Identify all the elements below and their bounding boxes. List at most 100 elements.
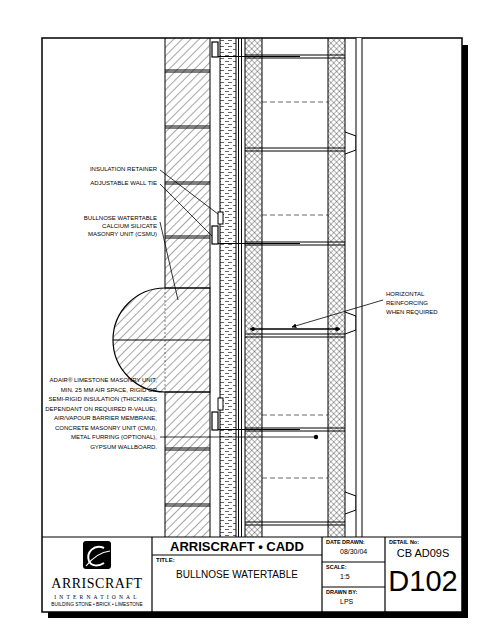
title-block [322,586,385,587]
rigid-insulation [238,38,239,537]
bullnose-unit [113,340,210,341]
title-block [322,561,385,562]
company-heading: ARRISCRAFT • CADD [154,539,320,555]
horizontal-reinforcing [251,327,255,331]
limestone-unit [165,126,210,127]
callout-label: BULLNOSE WATERTABLE CALCIUM SILICATE MAS… [73,214,157,238]
rigid-insulation [220,38,242,537]
horizontal-reinforcing [250,328,340,329]
cmu-block [262,478,328,479]
adjustable-wall-tie [218,429,300,430]
cmu-block [262,415,328,416]
cmu-block [245,38,345,537]
cmu-block [245,334,345,335]
cmu-block [245,58,345,59]
bullnose-unit [113,288,210,392]
wall-section [113,38,362,537]
adjustable-wall-tie [218,243,300,244]
limestone-unit [165,184,210,185]
limestone-unit [165,70,210,71]
cmu-block [245,245,345,246]
cmu-block [245,337,345,338]
cmu-block [245,428,345,429]
limestone-unit [165,450,210,451]
cmu-block [328,38,345,537]
adjustable-wall-tie [212,226,218,244]
field-value: 1:5 [340,573,384,581]
frame-shadow [462,45,468,618]
limestone-unit [165,238,210,239]
adjustable-wall-tie [212,412,218,430]
field-label: DATE DRAWN: [326,539,384,546]
layer-note: ADAIR® LIMESTONE MASONRY UNIT, MIN. 25 M… [45,376,157,452]
cmu-block [262,215,328,216]
cmu-block [245,148,345,149]
leader-line [160,184,212,236]
logo-wordmark: ARRISCRAFT [43,576,151,593]
cmu-block [245,38,262,537]
callout-label: ADJUSTABLE WALL TIE [47,180,157,187]
cmu-block [262,102,328,478]
detail-code: CB AD09S [386,547,460,560]
limestone-unit [165,128,210,129]
field-value: 08/30/04 [340,548,384,556]
field-label: TITLE: [156,557,196,564]
leader-line [160,222,178,300]
drawing-title: BULLNOSE WATERTABLE [154,569,320,581]
logo-emblem [86,551,110,566]
title-block [42,536,462,537]
leader-dot [314,435,318,439]
insulation-retainer [218,398,223,410]
gypsum-wallboard [356,38,362,537]
field-label: DETAIL No: [389,539,459,546]
adjustable-wall-tie [212,42,300,430]
limestone-unit [165,38,210,288]
horizontal-reinforcing [335,327,339,331]
leader-line [292,300,383,327]
cmu-block [262,102,328,103]
title-block [321,537,322,612]
insulation-retainer [218,212,223,224]
metal-furring [345,132,356,154]
frame-shadow [48,612,468,618]
cmu-block [245,522,345,523]
cmu-block [245,431,345,432]
limestone-unit [165,72,210,73]
limestone-unit [165,504,210,505]
callout-label: HORIZONTAL REINFORCING WHEN REQUIRED [386,290,446,317]
limestone-unit [165,448,210,449]
gypsum-wallboard [356,38,362,537]
limestone-unit [165,392,210,537]
leader-line [160,437,316,438]
metal-furring [345,492,356,514]
insulation-retainer [218,212,223,410]
title-block [151,537,152,612]
horizontal-reinforcing [250,327,340,331]
adjustable-wall-tie [218,56,300,57]
field-value: LPS [340,598,384,606]
adjustable-wall-tie [212,42,218,57]
detail-number: D102 [386,566,460,596]
rigid-insulation [241,38,242,537]
logo-emblem [83,541,111,569]
title-block [42,537,462,612]
leader-line [160,170,383,437]
cmu-block [245,525,345,526]
rigid-insulation [220,38,236,537]
title-block [152,554,322,555]
field-label: DRAWN BY: [326,589,384,596]
limestone-unit [165,236,210,237]
cmu-block [245,151,345,152]
logo-tagline: BUILDING STONE • BRICK • LIMESTONE [43,602,151,608]
cmu-block [245,242,345,243]
cmu-block [245,55,345,525]
metal-furring [345,132,356,514]
callout-label: INSULATION RETAINER [47,166,157,173]
title-block [384,537,385,612]
metal-furring [345,312,356,334]
logo-subline: INTERNATIONAL [43,594,151,601]
leader-line [160,170,218,214]
limestone-unit [165,506,210,507]
logo-emblem [83,541,111,569]
